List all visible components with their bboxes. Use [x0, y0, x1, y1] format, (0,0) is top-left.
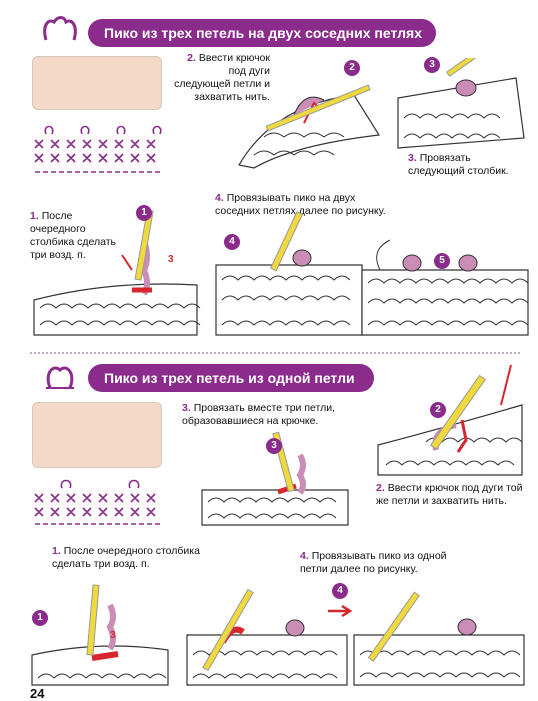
- step-badge-4: 4: [332, 583, 348, 599]
- section2-illustration-step1: [31, 584, 169, 686]
- section2-illustration-step3: [201, 431, 349, 526]
- section1-step4-text: 4. Провязывать пико на двух соседних пет…: [215, 192, 386, 217]
- loop-count-marker: 3: [168, 254, 174, 265]
- step-badge-1: 1: [136, 205, 152, 221]
- section1-sample-photo: [32, 56, 162, 110]
- section2-step1-text: 1. После очередного столбика сделать три…: [52, 545, 200, 570]
- next-step-arrow-icon: [328, 604, 353, 618]
- section1-step3-text: 3. Провязать следующий столбик.: [408, 152, 509, 177]
- picot-symbol-icon: [43, 16, 77, 41]
- step-badge-2: 2: [430, 402, 446, 418]
- step-badge-5: 5: [434, 253, 450, 269]
- section1-crochet-chart: [34, 125, 162, 173]
- step-badge-4: 4: [224, 234, 240, 250]
- section2-step4-text: 4. Провязывать пико из одной петли далее…: [300, 550, 447, 575]
- step-badge-3: 3: [266, 438, 282, 454]
- section1-illustration-step4: [215, 211, 363, 336]
- picot-symbol-icon: [46, 366, 74, 389]
- section2-step2-text: 2. Ввести крючок под дуги той же петли и…: [376, 482, 523, 507]
- section2-sample-photo: [32, 402, 162, 468]
- section2-illustration-step2: [377, 364, 523, 476]
- section1-illustration-step3: [397, 58, 525, 149]
- section1-illustration-step1: [33, 209, 201, 336]
- section2-title: Пико из трех петель из одной петли: [88, 364, 374, 392]
- section1-illustration-step5: [361, 239, 529, 336]
- step-badge-3: 3: [424, 57, 440, 73]
- step-badge-1: 1: [32, 610, 48, 626]
- section1-title: Пико из трех петель на двух соседних пет…: [88, 19, 436, 47]
- section2-illustration-step4: [186, 588, 348, 686]
- section-divider: [30, 352, 520, 354]
- section1-illustration-step2: [238, 84, 381, 169]
- section2-crochet-chart: [34, 479, 160, 525]
- section1-step1-text: 1. После очередного столбика сделать три…: [30, 210, 117, 261]
- step-badge-2: 2: [344, 60, 360, 76]
- section1-step2-text: 2. Ввести крючок под дуги следующей петл…: [174, 52, 270, 103]
- section2-step3-text: 3. Провязать вместе три петли, образовав…: [182, 402, 335, 427]
- page-number: 24: [30, 686, 45, 701]
- loop-count-marker: 3: [110, 630, 116, 641]
- section2-illustration-step5: [353, 591, 525, 686]
